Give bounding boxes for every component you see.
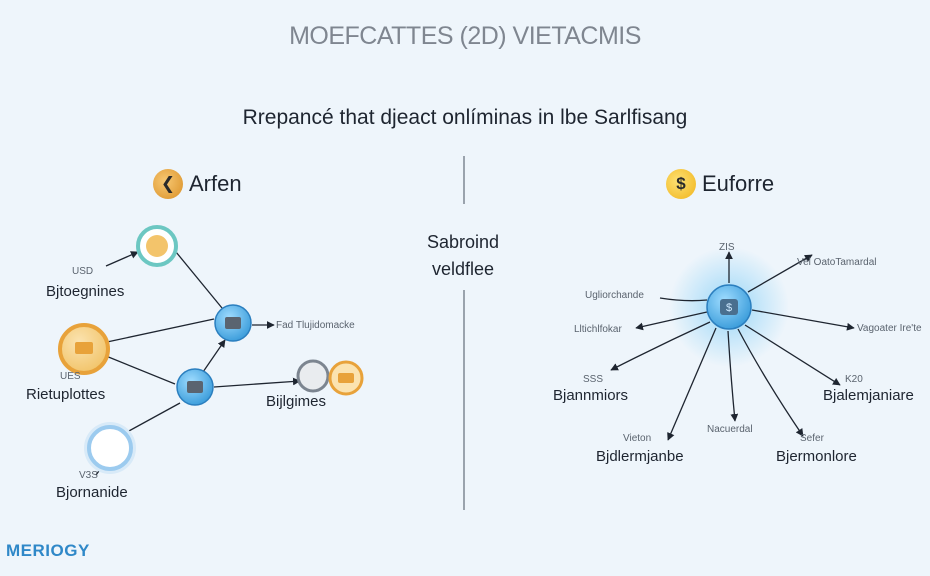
label-usd: USD bbox=[72, 266, 94, 277]
edge-r-topright bbox=[747, 254, 813, 293]
dollar-coin-icon: $ bbox=[666, 169, 696, 199]
edge-mid-lower bbox=[126, 402, 181, 433]
right-hub-node: $ bbox=[706, 284, 752, 330]
edge-teal-hub bbox=[175, 251, 223, 309]
label-r-sss: SSS bbox=[583, 374, 604, 385]
label-node-a: Bjtoegnines bbox=[46, 283, 125, 300]
label-r-nac: Nacuerdal bbox=[707, 424, 753, 435]
label-r-top: ZIS bbox=[719, 242, 735, 253]
left-heading-text: Arfen bbox=[189, 171, 242, 196]
page-title: MOEFCATTES (2D) VIETACMIS bbox=[289, 22, 641, 50]
center-label-line1: Sabroind bbox=[426, 232, 500, 252]
left-chevron-coin-icon: ❮ bbox=[153, 169, 183, 199]
edge-mid-hub bbox=[202, 339, 226, 373]
brand-logo: MERIOGY bbox=[6, 541, 90, 560]
edge-r-bottom bbox=[727, 330, 739, 422]
label-r-midright: Vagoater Ire'te bbox=[857, 323, 922, 334]
label-node-d: Bijlgimes bbox=[266, 393, 327, 410]
edge-r-lowright bbox=[744, 324, 841, 386]
edge-r-lowleft bbox=[610, 321, 711, 371]
edge-usd-teal bbox=[105, 251, 139, 267]
node-blue-hub bbox=[214, 304, 252, 342]
label-r-vieton: Vieton bbox=[623, 433, 652, 444]
edge-r-bottomright bbox=[737, 328, 804, 437]
edge-r-midright bbox=[751, 309, 855, 331]
edge-r-upperleft bbox=[659, 297, 708, 302]
edge-r-midleft bbox=[635, 311, 708, 331]
edge-orange-mid bbox=[105, 355, 176, 385]
svg-text:$: $ bbox=[726, 302, 732, 314]
label-r-sefer: Sefer bbox=[800, 433, 824, 444]
right-edges bbox=[610, 251, 855, 441]
label-r-bja: Bjalemjaniare bbox=[823, 387, 914, 404]
edge-mid-gray bbox=[213, 377, 301, 388]
left-edges bbox=[95, 251, 301, 476]
label-r-bjm: Bjermonlore bbox=[776, 448, 857, 465]
node-orange bbox=[58, 323, 110, 375]
edge-r-bottomleft bbox=[667, 327, 717, 441]
right-heading-text: Euforre bbox=[702, 171, 775, 196]
right-section-heading: $ Euforre bbox=[666, 169, 774, 199]
center-label: Sabroind veldflee bbox=[388, 229, 538, 283]
label-r-bjd: Bjdlermjanbe bbox=[596, 448, 684, 465]
label-r-midleft: Lltichlfokar bbox=[574, 324, 622, 335]
label-r-bj: Bjannmiors bbox=[553, 387, 629, 404]
node-blue-mid bbox=[176, 368, 214, 406]
divider-top bbox=[463, 156, 465, 204]
label-r-upperleft: Ugliorchande bbox=[585, 290, 644, 301]
page-subtitle: Rrepancé that djeact onlíminas in lbe Sa… bbox=[242, 106, 688, 129]
label-hub: Fad Tlujidomacke bbox=[276, 320, 355, 331]
label-r-k20: K20 bbox=[845, 374, 863, 385]
center-label-line2: veldflee bbox=[431, 259, 495, 279]
node-gray bbox=[296, 359, 330, 393]
node-lower-white bbox=[84, 422, 136, 474]
left-section-heading: ❮ Arfen bbox=[153, 169, 242, 199]
label-node-b: Rietuplottes bbox=[26, 386, 106, 403]
node-teal bbox=[136, 225, 178, 267]
label-r-topright: Vel OatoTamardal bbox=[797, 257, 877, 268]
label-ues: UES bbox=[60, 371, 81, 382]
label-node-c: Bjornanide bbox=[56, 484, 128, 501]
label-v3s: V3S bbox=[79, 470, 98, 481]
node-small-orange bbox=[328, 360, 364, 396]
edge-orange-hub bbox=[106, 318, 215, 343]
divider-bottom bbox=[463, 290, 465, 510]
